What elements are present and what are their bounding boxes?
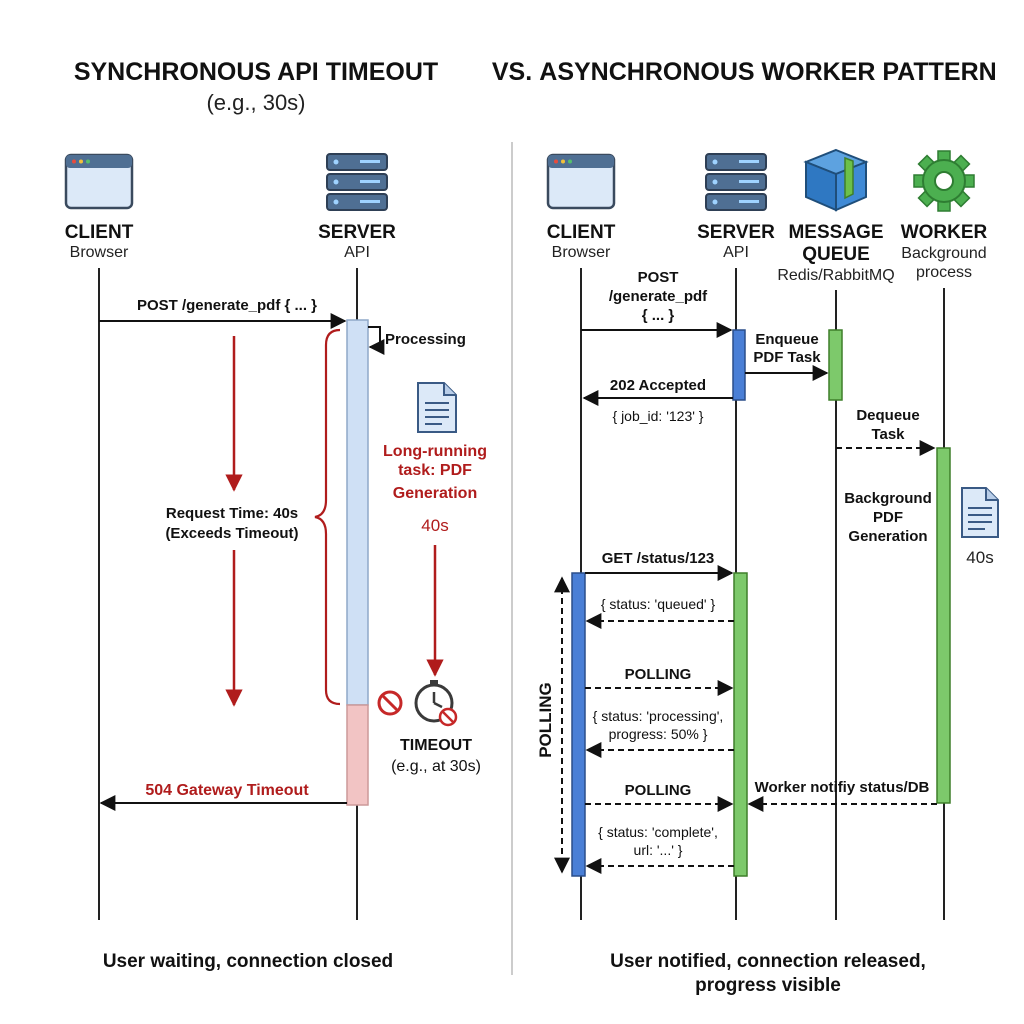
right-server-name: SERVER [697,222,775,243]
document-icon [417,382,457,433]
request-time-brace [314,328,341,706]
gear-icon [913,150,975,212]
long-task-line1: Long-running [383,443,487,460]
queue-activation-bar [828,329,843,401]
left-client-sub: Browser [70,244,129,261]
get-status-label: GET /status/123 [602,550,715,567]
bg-gen-line1: Background [844,490,932,507]
polling-side-label: POLLING [536,682,555,758]
browser-icon [546,153,616,210]
left-subtitle: (e.g., 30s) [206,90,305,115]
accepted-label: 202 Accepted [610,377,706,394]
document-icon [961,487,999,538]
timeout-sub: (e.g., at 30s) [391,758,481,775]
left-server-name: SERVER [318,222,396,243]
server-polling-bar [733,572,748,877]
long-task-line3: Generation [393,485,477,502]
bg-gen-time: 40s [966,548,993,567]
right-client-name: CLIENT [547,222,616,243]
left-client-name: CLIENT [65,222,134,243]
queue-name-line2: QUEUE [802,244,870,265]
timeout-label: TIMEOUT [400,737,472,754]
right-server-sub: API [723,244,749,261]
bg-gen-line2: PDF [873,509,903,526]
prohibited-icon [377,690,403,716]
server-activation-bar [346,319,369,706]
status-processing-line1: { status: 'processing', [593,708,724,724]
processing-arrow [368,326,385,355]
processing-label: Processing [385,331,466,348]
request-time-sub: (Exceeds Timeout) [165,525,298,542]
right-client-sub: Browser [552,244,611,261]
queue-name-line1: MESSAGE [788,222,883,243]
gateway-timeout-label: 504 Gateway Timeout [145,782,309,799]
long-task-time: 40s [421,516,448,535]
server-enqueue-bar [732,329,746,401]
status-complete-line2: url: '...' } [634,842,683,858]
worker-name: WORKER [901,222,988,243]
client-polling-bar [571,572,586,877]
worker-notify-label: Worker notifiy status/DB [755,779,930,796]
vs-label: VS. [492,58,532,86]
left-title: SYNCHRONOUS API TIMEOUT [74,58,438,86]
status-complete-line1: { status: 'complete', [598,824,718,840]
worker-sub-line1: Background [901,245,986,262]
package-icon [803,148,869,212]
bg-gen-line3: Generation [848,528,927,545]
browser-icon [64,153,134,210]
timeout-activation-bar [346,704,369,806]
server-icon [326,153,388,211]
long-task-line2: task: PDF [398,462,472,479]
polling-label-1: POLLING [625,666,692,683]
server-icon [705,153,767,211]
post-message: POST /generate_pdf { ... } [137,297,317,314]
queue-sub: Redis/RabbitMQ [777,267,894,284]
polling-label-2: POLLING [625,782,692,799]
right-footer-line1: User notified, connection released, [610,951,926,972]
status-processing-line2: progress: 50% } [609,726,708,742]
dequeue-line2: Task [871,426,905,443]
right-footer-line2: progress visible [695,975,841,996]
request-time-label: Request Time: 40s [166,505,298,522]
left-footer: User waiting, connection closed [103,951,393,972]
clock-icon [414,680,458,727]
status-queued-label: { status: 'queued' } [601,596,716,612]
job-id-label: { job_id: '123' } [613,408,704,424]
left-server-sub: API [344,244,370,261]
worker-sub-line2: process [916,264,972,281]
async-post-line2: /generate_pdf [609,288,708,305]
enqueue-line1: Enqueue [755,331,818,348]
async-post-line3: { ... } [642,307,675,324]
right-title: ASYNCHRONOUS WORKER PATTERN [539,58,996,86]
worker-activation-bar [936,447,951,804]
dequeue-line1: Dequeue [856,407,919,424]
enqueue-line2: PDF Task [753,349,821,366]
async-post-line1: POST [638,269,679,286]
